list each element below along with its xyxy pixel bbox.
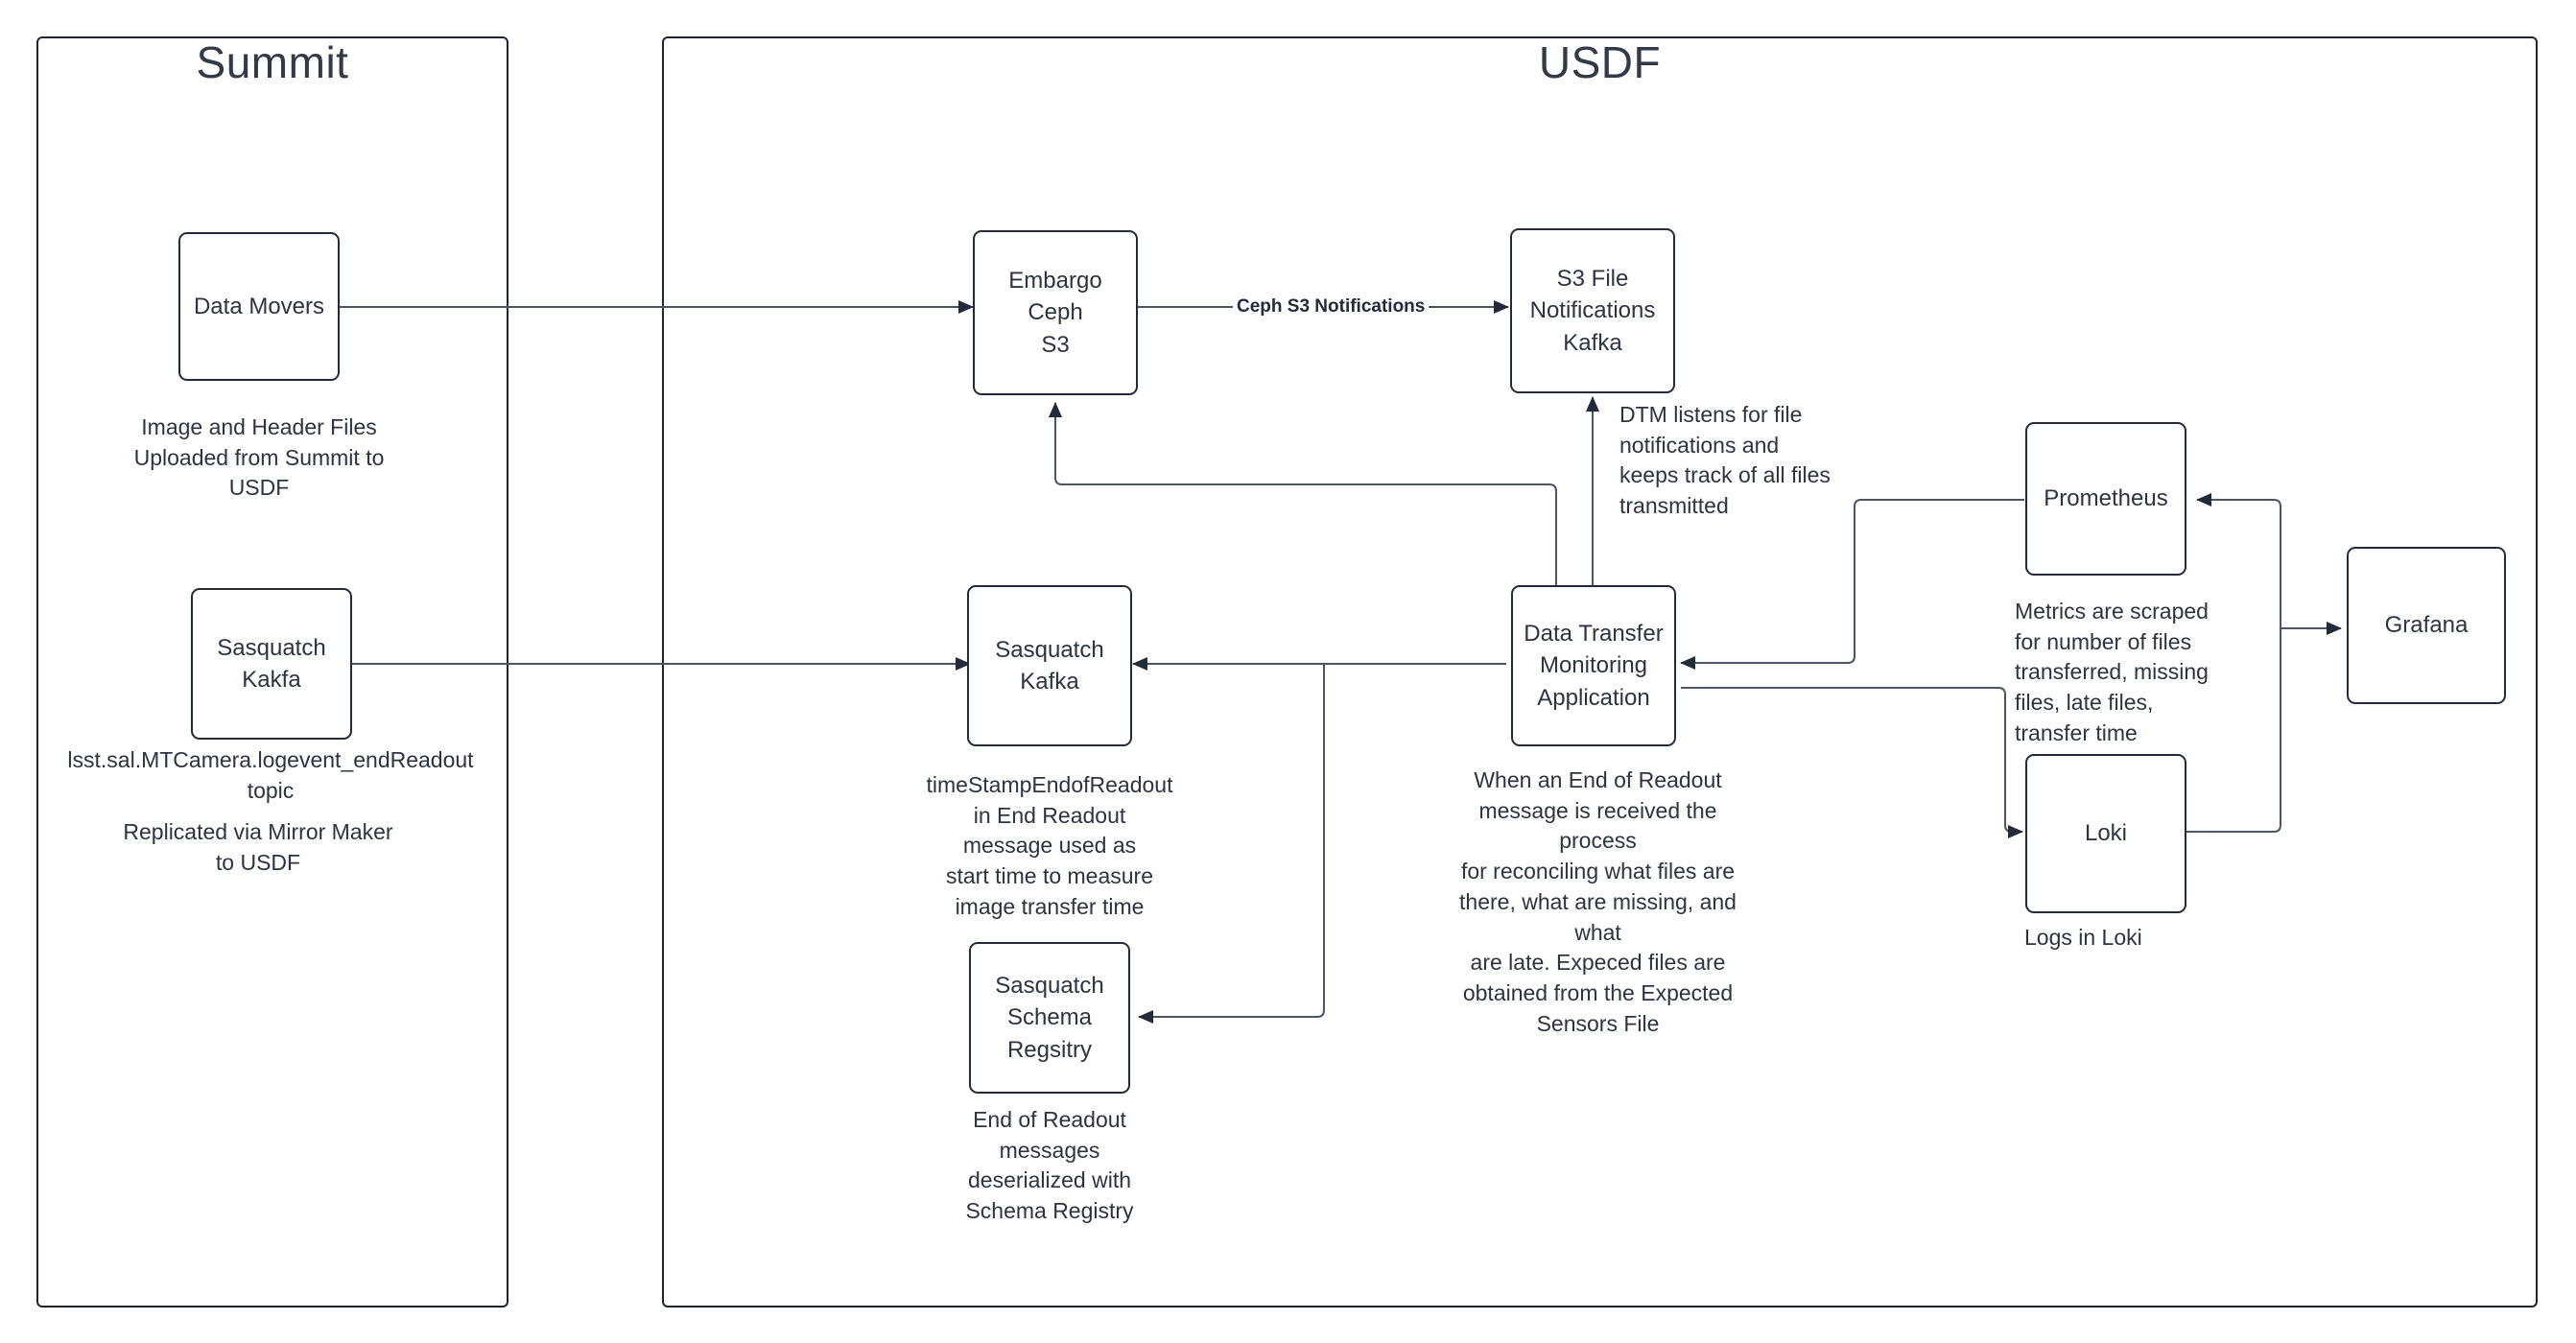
- node-prometheus[interactable]: Prometheus: [2025, 422, 2186, 576]
- node-data-movers[interactable]: Data Movers: [178, 232, 340, 381]
- node-s3-file-notifications-kafka[interactable]: S3 File Notifications Kafka: [1510, 228, 1675, 393]
- caption-schema-registry: End of Readout messages deserialized wit…: [965, 1107, 1134, 1224]
- edge-label-ceph-s3-notifications: Ceph S3 Notifications: [1233, 296, 1430, 318]
- caption-data-movers: Image and Header Files Uploaded from Sum…: [133, 414, 385, 501]
- group-summit: [36, 36, 508, 1308]
- node-sasquatch-kafka-usdf[interactable]: Sasquatch Kafka: [967, 585, 1132, 746]
- group-summit-title: Summit: [196, 37, 349, 87]
- node-sasquatch-kakfa-summit[interactable]: Sasquatch Kakfa: [191, 588, 352, 740]
- caption-prometheus: Metrics are scraped for number of files …: [2015, 599, 2209, 745]
- caption-loki: Logs in Loki: [2024, 925, 2142, 950]
- node-grafana[interactable]: Grafana: [2347, 547, 2506, 704]
- group-usdf-title: USDF: [1538, 37, 1662, 87]
- group-usdf: [662, 36, 2538, 1308]
- caption-sasquatch-summit-mirror: Replicated via Mirror Maker to USDF: [123, 819, 393, 875]
- caption-sasquatch-summit-topic: lsst.sal.MTCamera.logevent_endReadout to…: [67, 747, 474, 803]
- node-data-transfer-monitoring-application[interactable]: Data Transfer Monitoring Application: [1511, 585, 1676, 746]
- caption-dtm-process: When an End of Readout message is receiv…: [1459, 767, 1737, 1036]
- node-loki[interactable]: Loki: [2025, 754, 2186, 913]
- caption-sasquatch-usdf: timeStampEndofReadout in End Readout mes…: [926, 772, 1173, 919]
- node-sasquatch-schema-regsitry[interactable]: Sasquatch Schema Regsitry: [969, 942, 1130, 1094]
- caption-dtm-listens: DTM listens for file notifications and k…: [1619, 402, 1831, 519]
- node-embargo-ceph-s3[interactable]: Embargo Ceph S3: [973, 230, 1138, 395]
